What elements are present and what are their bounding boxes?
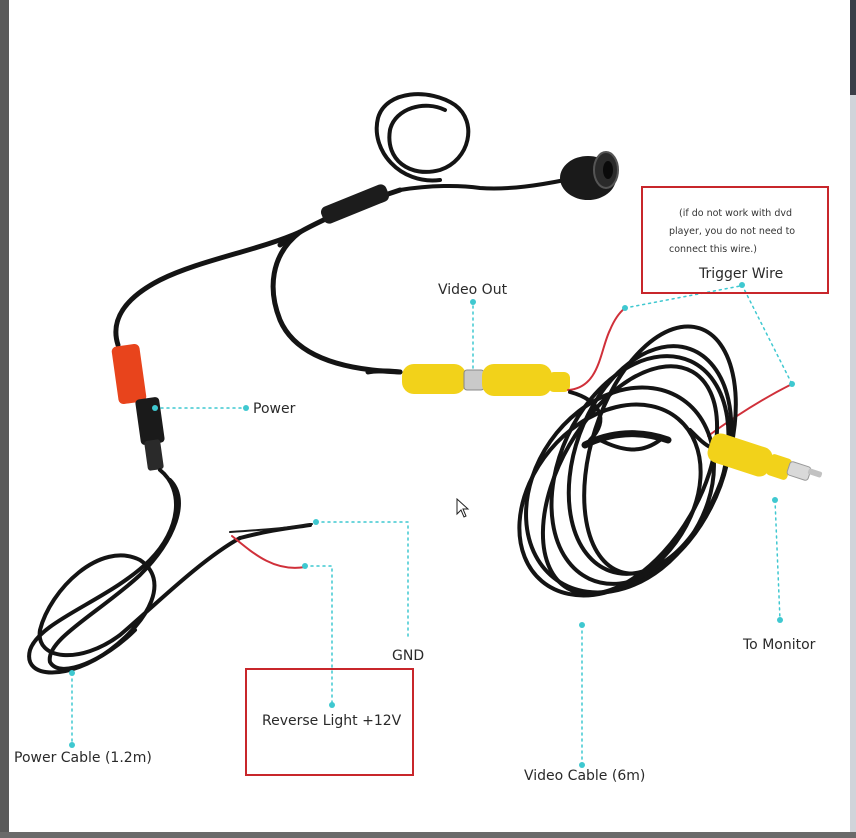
window-frame-left — [0, 0, 9, 838]
main-cable — [113, 187, 403, 375]
trigger-note-line-1: (if do not work with dvd — [679, 208, 793, 219]
reverse-light-wire — [231, 535, 306, 569]
label-video-out: Video Out — [438, 282, 508, 298]
label-power-cable: Power Cable (1.2m) — [14, 750, 152, 766]
leader-lines — [71, 284, 793, 766]
to-monitor-connector — [707, 433, 823, 481]
trigger-wire-monitor — [707, 383, 793, 437]
video-out-connector — [365, 364, 570, 396]
label-reverse-light: Reverse Light +12V — [262, 713, 402, 729]
window-frame-right — [850, 0, 856, 838]
trigger-wire-highlight-box — [641, 186, 829, 294]
label-to-monitor: To Monitor — [743, 637, 816, 653]
label-video-cable: Video Cable (6m) — [524, 768, 646, 784]
window-frame-bottom — [0, 832, 856, 838]
label-gnd: GND — [392, 648, 425, 664]
camera-head — [560, 151, 619, 200]
camera-cable-loop — [374, 92, 567, 192]
label-power: Power — [253, 401, 296, 417]
trigger-note-line-2: player, you do not need to — [669, 226, 796, 237]
cable-tie — [581, 430, 672, 449]
gnd-wire — [229, 523, 313, 533]
cable-junction — [320, 184, 390, 224]
reverse-light-highlight-box — [245, 668, 414, 776]
trigger-wire — [567, 307, 626, 391]
power-cable-coil — [27, 468, 312, 675]
window-frame-right-top — [850, 0, 856, 95]
label-trigger-wire: Trigger Wire — [699, 266, 784, 282]
mouse-pointer-icon — [456, 497, 470, 523]
video-cable-coil — [517, 324, 738, 598]
leader-dots — [69, 282, 795, 768]
trigger-note-line-3: connect this wire.) — [669, 244, 757, 255]
